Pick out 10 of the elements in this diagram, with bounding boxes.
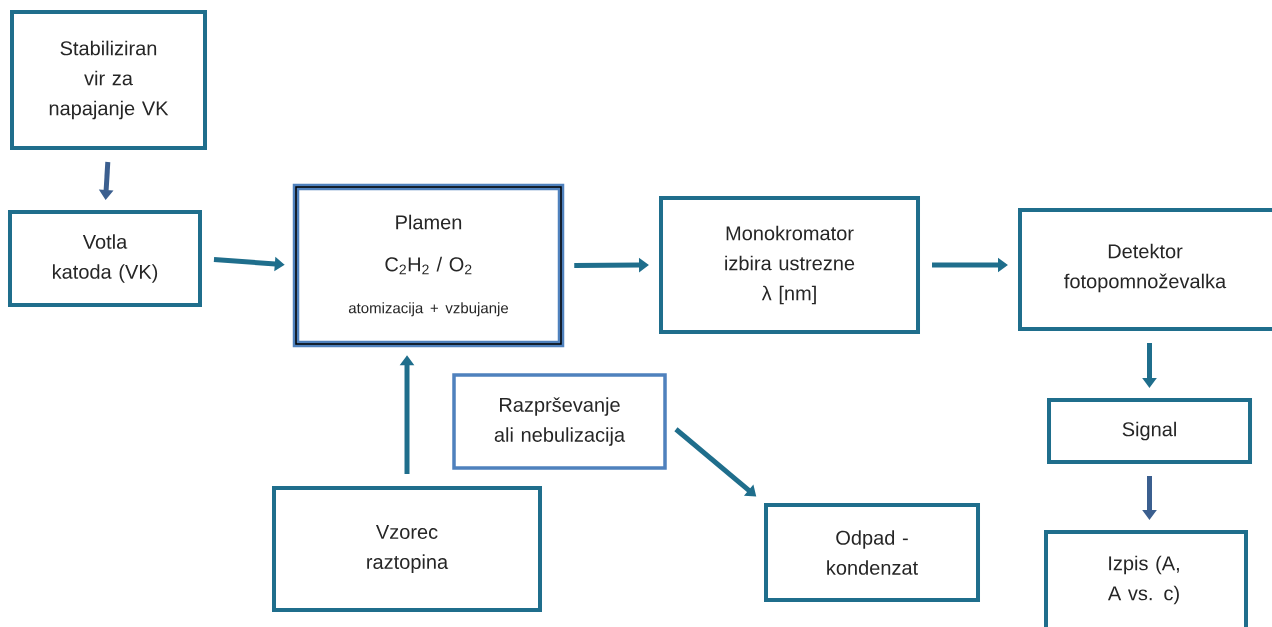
process-box: Izpis (A, A vs. c)	[1044, 530, 1248, 627]
process-box: Plamen C$_{2}$H$_{2}$ / O$_{2}$ atomizacija + vzbujanje	[292, 183, 565, 348]
process-box: Odpad - kondenzat	[764, 503, 980, 602]
process-box: Monokromator izbira ustrezne λ [nm]	[659, 196, 920, 334]
process-box: Stabiliziran vir za napajanje VK	[10, 10, 207, 150]
process-box: Signal	[1047, 398, 1252, 464]
process-box: Votla katoda (VK)	[8, 210, 202, 307]
process-box: Razprševanje ali nebulizacija	[452, 373, 667, 470]
process-box: Vzorec raztopina	[272, 486, 542, 612]
process-box: Detektor fotopomnoževalka	[1018, 208, 1272, 331]
